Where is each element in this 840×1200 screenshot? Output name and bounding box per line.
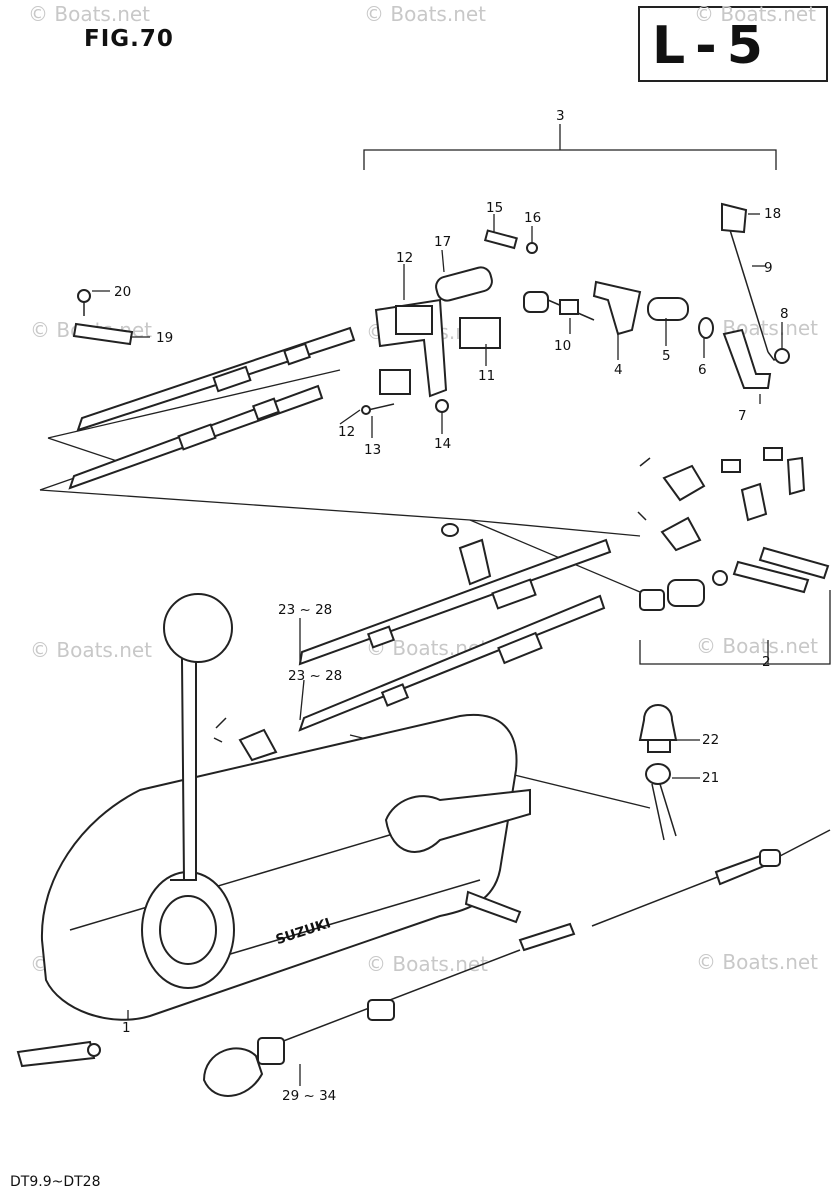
choke-cable-29: [202, 949, 521, 1097]
cable-connector-parts-2: [637, 447, 830, 611]
callout-11: 11: [478, 368, 495, 384]
callout-3: 3: [556, 108, 565, 124]
throttle-cable-right: [591, 829, 831, 927]
callout-4: 4: [614, 362, 623, 378]
callout-2: 2: [762, 654, 771, 670]
assembly-bracket-3: [363, 124, 777, 170]
watermark: © Boats.net: [694, 2, 817, 26]
callout-23-28-lower: 23 ~ 28: [288, 668, 342, 684]
callout-18: 18: [764, 206, 781, 222]
callout-16: 16: [524, 210, 541, 226]
upper-cable-2: [68, 384, 324, 490]
watermark: © Boats.net: [696, 634, 819, 658]
callout-1: 1: [122, 1020, 131, 1036]
callout-19: 19: [156, 330, 173, 346]
nut-8: [774, 348, 790, 364]
callout-6: 6: [698, 362, 707, 378]
model-range: DT9.9~DT28: [10, 1174, 101, 1190]
nut-21: [645, 763, 677, 841]
clip-18: [721, 202, 748, 234]
watermark: © Boats.net: [30, 638, 153, 662]
callout-17: 17: [434, 234, 451, 250]
pivot-collar-17: [435, 266, 493, 302]
callout-22: 22: [702, 732, 719, 748]
callout-13: 13: [364, 442, 381, 458]
bolt-13: [361, 403, 395, 415]
callout-21: 21: [702, 770, 719, 786]
callout-15: 15: [486, 200, 503, 216]
cable-end-10: [523, 291, 595, 321]
page-code-box: [638, 6, 828, 82]
control-cable-23-lower: [298, 594, 606, 732]
arm-7: [722, 328, 772, 389]
leader-lines: [92, 213, 783, 1086]
watermark: © Boats.net: [696, 950, 819, 974]
callout-23-28-upper: 23 ~ 28: [278, 602, 332, 618]
assembly-bracket-2: [639, 590, 831, 665]
figure-title: FIG.70: [84, 26, 174, 52]
watermark: © Boats.net: [366, 952, 489, 976]
shift-bracket-11: [374, 298, 501, 413]
callout-10: 10: [554, 338, 571, 354]
callout-20: 20: [114, 284, 131, 300]
washer-6: [698, 317, 714, 339]
clip-lower-left: [16, 1040, 101, 1068]
callout-12a: 12: [396, 250, 413, 266]
watermark: © Boats.net: [696, 316, 819, 340]
cable-clamp-19: [72, 289, 134, 346]
collar-5: [647, 297, 689, 321]
cable-clip-parts: [213, 523, 492, 762]
page-code: L-5: [652, 16, 773, 76]
callout-12b: 12: [338, 424, 355, 440]
watermark: © Boats.net: [364, 2, 487, 26]
callout-5: 5: [662, 348, 671, 364]
upper-cable-1: [76, 326, 356, 432]
callout-29-34: 29 ~ 34: [282, 1088, 336, 1104]
callout-7: 7: [738, 408, 747, 424]
watermark: © Boats.net: [28, 2, 151, 26]
remote-control-box-1: SUZUKI: [40, 593, 531, 1021]
switch-22: [638, 704, 678, 753]
callout-8: 8: [780, 306, 789, 322]
lever-4: [592, 280, 642, 336]
callout-14: 14: [434, 436, 451, 452]
rod-lower-mid: [518, 922, 576, 952]
control-cable-23-upper: [298, 538, 612, 666]
bolt-15: [483, 229, 538, 254]
callout-9: 9: [764, 260, 773, 276]
callout-numbers: 1 2 3 4 5 6 7 8 9 10 11 12 12 13 14 15 1…: [114, 108, 789, 1104]
